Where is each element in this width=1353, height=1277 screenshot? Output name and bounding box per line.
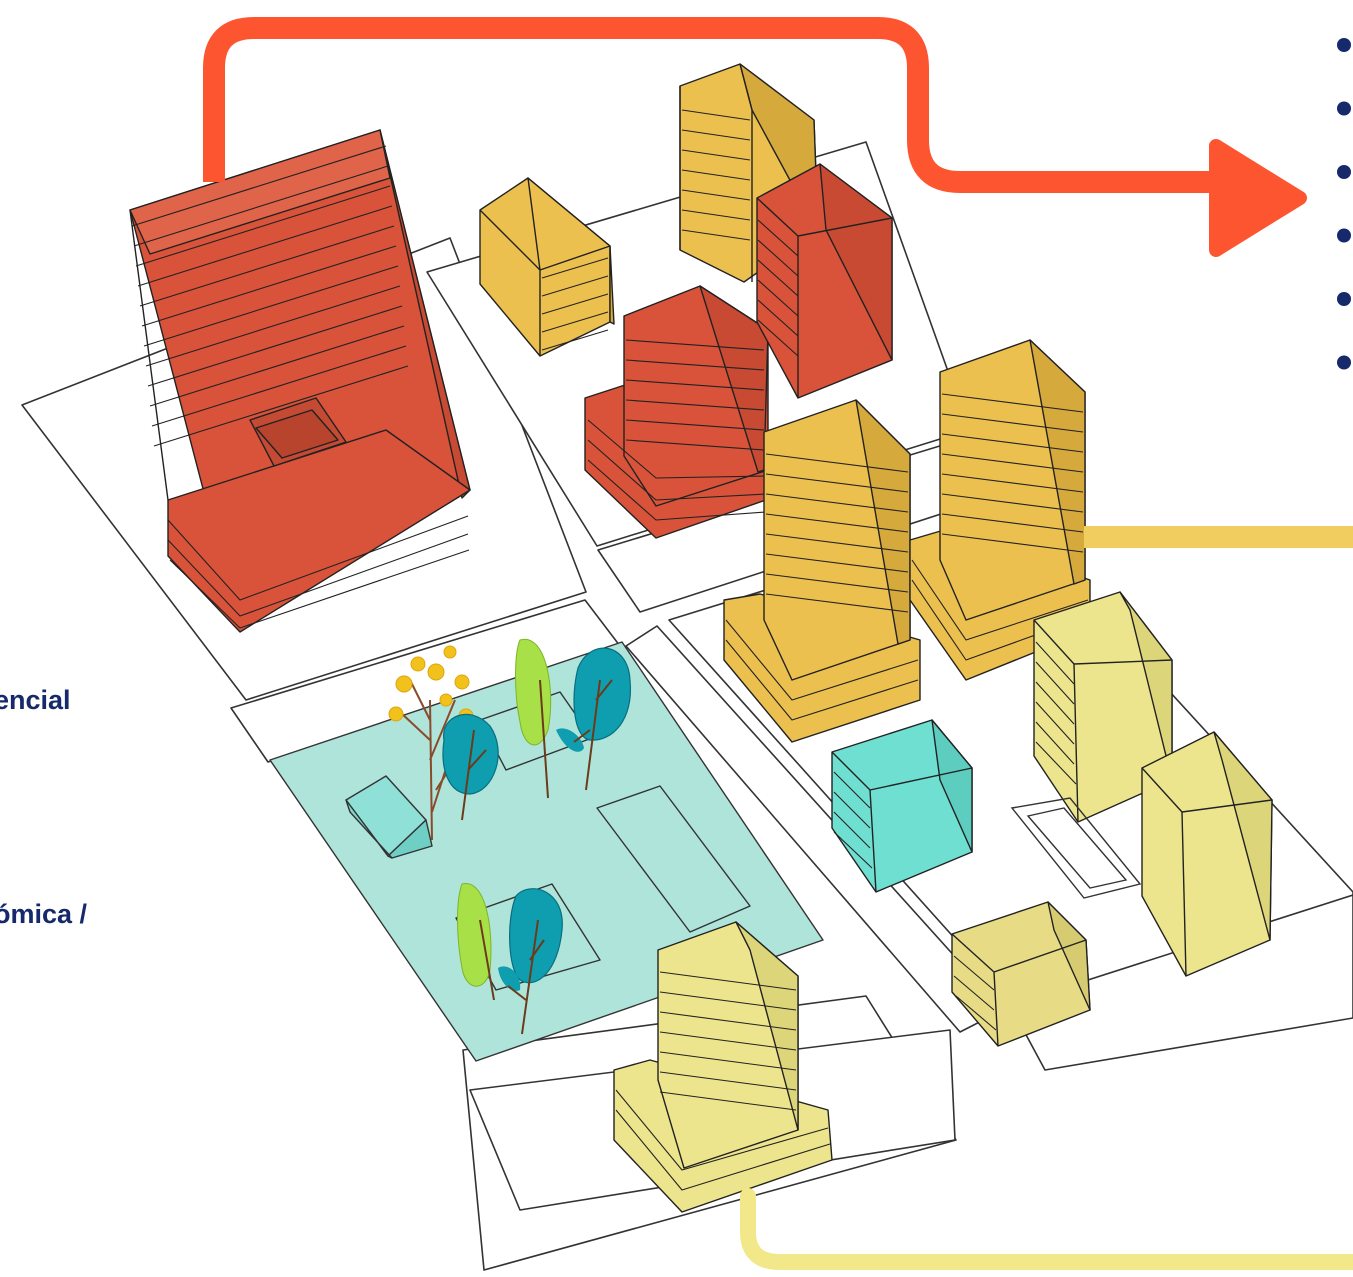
gabled-house-gold: [479, 177, 615, 357]
big-parenthesis-fragment: ): [0, 426, 4, 576]
bullet-dot: [1337, 228, 1351, 243]
tower-gold-twin-right: [909, 339, 1091, 681]
small-house-pale-yellow: [951, 901, 1091, 1047]
economic-label-fragment: ómica /: [0, 899, 88, 929]
park-pavilion: [345, 775, 433, 859]
tower-orange-red-medium: [584, 285, 769, 539]
gabled-building-turquoise: [831, 719, 973, 893]
tower-pale-yellow-gabled: [1141, 731, 1273, 977]
bullet-dot: [1337, 355, 1351, 370]
trees: [388, 638, 632, 1035]
orange-connector-line: [203, 17, 1230, 193]
tower-pale-yellow-front: [613, 921, 833, 1213]
tower-orange-red-gabled: [756, 163, 893, 399]
tower-orange-red-large: [129, 129, 471, 633]
outline-lot-small: [1010, 797, 1142, 899]
tower-pale-yellow-right: [1033, 591, 1173, 823]
residential-label-fragment: encial: [0, 685, 71, 715]
pale-yellow-connector-line: [740, 1188, 1353, 1270]
bullet-list: [1337, 38, 1351, 370]
orange-arrow-head-icon: [1209, 139, 1307, 257]
bullet-dot: [1337, 292, 1351, 306]
bullet-dot: [1337, 38, 1351, 52]
tower-gold-twin-left: [723, 399, 921, 743]
bullet-dot: [1337, 101, 1351, 116]
bullet-dot: [1337, 165, 1351, 179]
